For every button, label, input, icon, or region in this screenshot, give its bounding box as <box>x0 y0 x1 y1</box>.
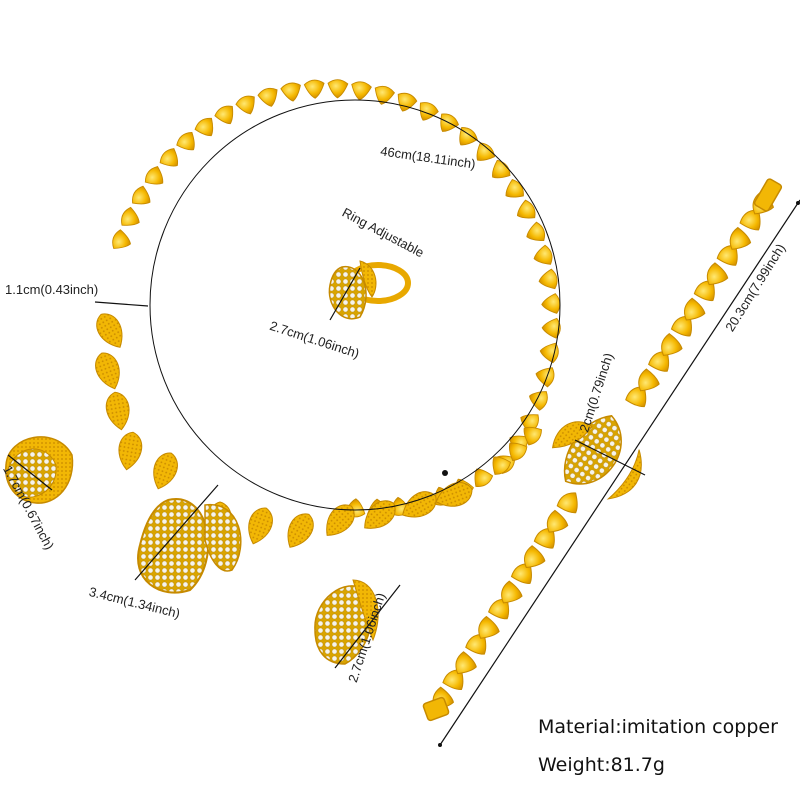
bracelet-centerpiece <box>551 414 642 500</box>
bracelet-link <box>452 650 480 679</box>
necklace-link <box>530 243 555 269</box>
bracelet-link <box>681 296 709 325</box>
bracelet-clasp <box>422 696 450 722</box>
necklace-link <box>109 228 135 254</box>
necklace-link <box>512 197 539 225</box>
necklace-link <box>118 205 144 232</box>
necklace-link <box>327 78 349 99</box>
stud-dimension-line <box>7 454 53 491</box>
bracelet <box>422 178 783 722</box>
circle-arrow-mark <box>442 470 448 476</box>
bracelet-link <box>521 544 549 573</box>
necklace-link <box>452 123 481 152</box>
necklace-link <box>279 81 304 104</box>
necklace-link <box>392 90 419 115</box>
bracelet-link <box>704 261 732 290</box>
necklace-link <box>303 79 326 100</box>
bracelet-link <box>475 614 503 643</box>
bracelet-link <box>658 331 686 361</box>
necklace-pendant <box>137 498 242 594</box>
necklace-link <box>212 102 240 129</box>
necklace-leaf <box>242 503 278 549</box>
necklace-link <box>349 80 373 102</box>
stud-earring <box>5 436 74 504</box>
necklace-link <box>467 463 496 491</box>
necklace-link <box>192 114 220 142</box>
weight-text: Weight:81.7g <box>538 754 665 776</box>
necklace-leaf <box>431 477 477 513</box>
necklace-leaf-front <box>90 308 477 554</box>
ring-dimension-line <box>329 267 361 321</box>
necklace-leaf <box>147 448 183 494</box>
necklace-leaf <box>114 429 145 473</box>
necklace-width-line <box>94 301 149 307</box>
necklace-length-circle <box>149 99 561 511</box>
bracelet-link <box>498 579 526 608</box>
necklace-link <box>540 292 562 315</box>
pendant-dimension-line <box>134 484 219 581</box>
necklace-link <box>128 183 156 212</box>
bracelet-link <box>635 367 663 396</box>
necklace-width-label: 1.1cm(0.43inch) <box>5 282 99 297</box>
necklace-link <box>256 85 282 110</box>
necklace-link <box>433 110 461 138</box>
necklace-link <box>525 386 551 412</box>
necklace-link <box>500 176 528 205</box>
necklace-link <box>234 92 261 119</box>
necklace-link <box>173 129 202 157</box>
bracelet-extender <box>753 178 783 212</box>
drop-dimension-line <box>334 584 401 669</box>
necklace-link <box>413 99 441 125</box>
ring <box>328 260 411 320</box>
necklace-link <box>485 157 514 186</box>
bracelet-length-line <box>439 199 800 746</box>
necklace-leaf <box>103 389 134 433</box>
bracelet-width-line <box>574 439 646 476</box>
necklace-link <box>485 450 514 478</box>
necklace-link <box>533 363 557 389</box>
necklace-leaf <box>90 348 126 394</box>
necklace-link <box>156 145 185 174</box>
necklace-link <box>536 268 560 292</box>
necklace-link <box>141 163 170 192</box>
bracelet-link <box>544 508 572 537</box>
bracelet-link <box>727 225 755 254</box>
necklace-leaf <box>90 308 131 354</box>
necklace-leaf <box>279 508 320 554</box>
necklace <box>90 78 562 594</box>
material-text: Material:imitation copper <box>538 716 778 738</box>
